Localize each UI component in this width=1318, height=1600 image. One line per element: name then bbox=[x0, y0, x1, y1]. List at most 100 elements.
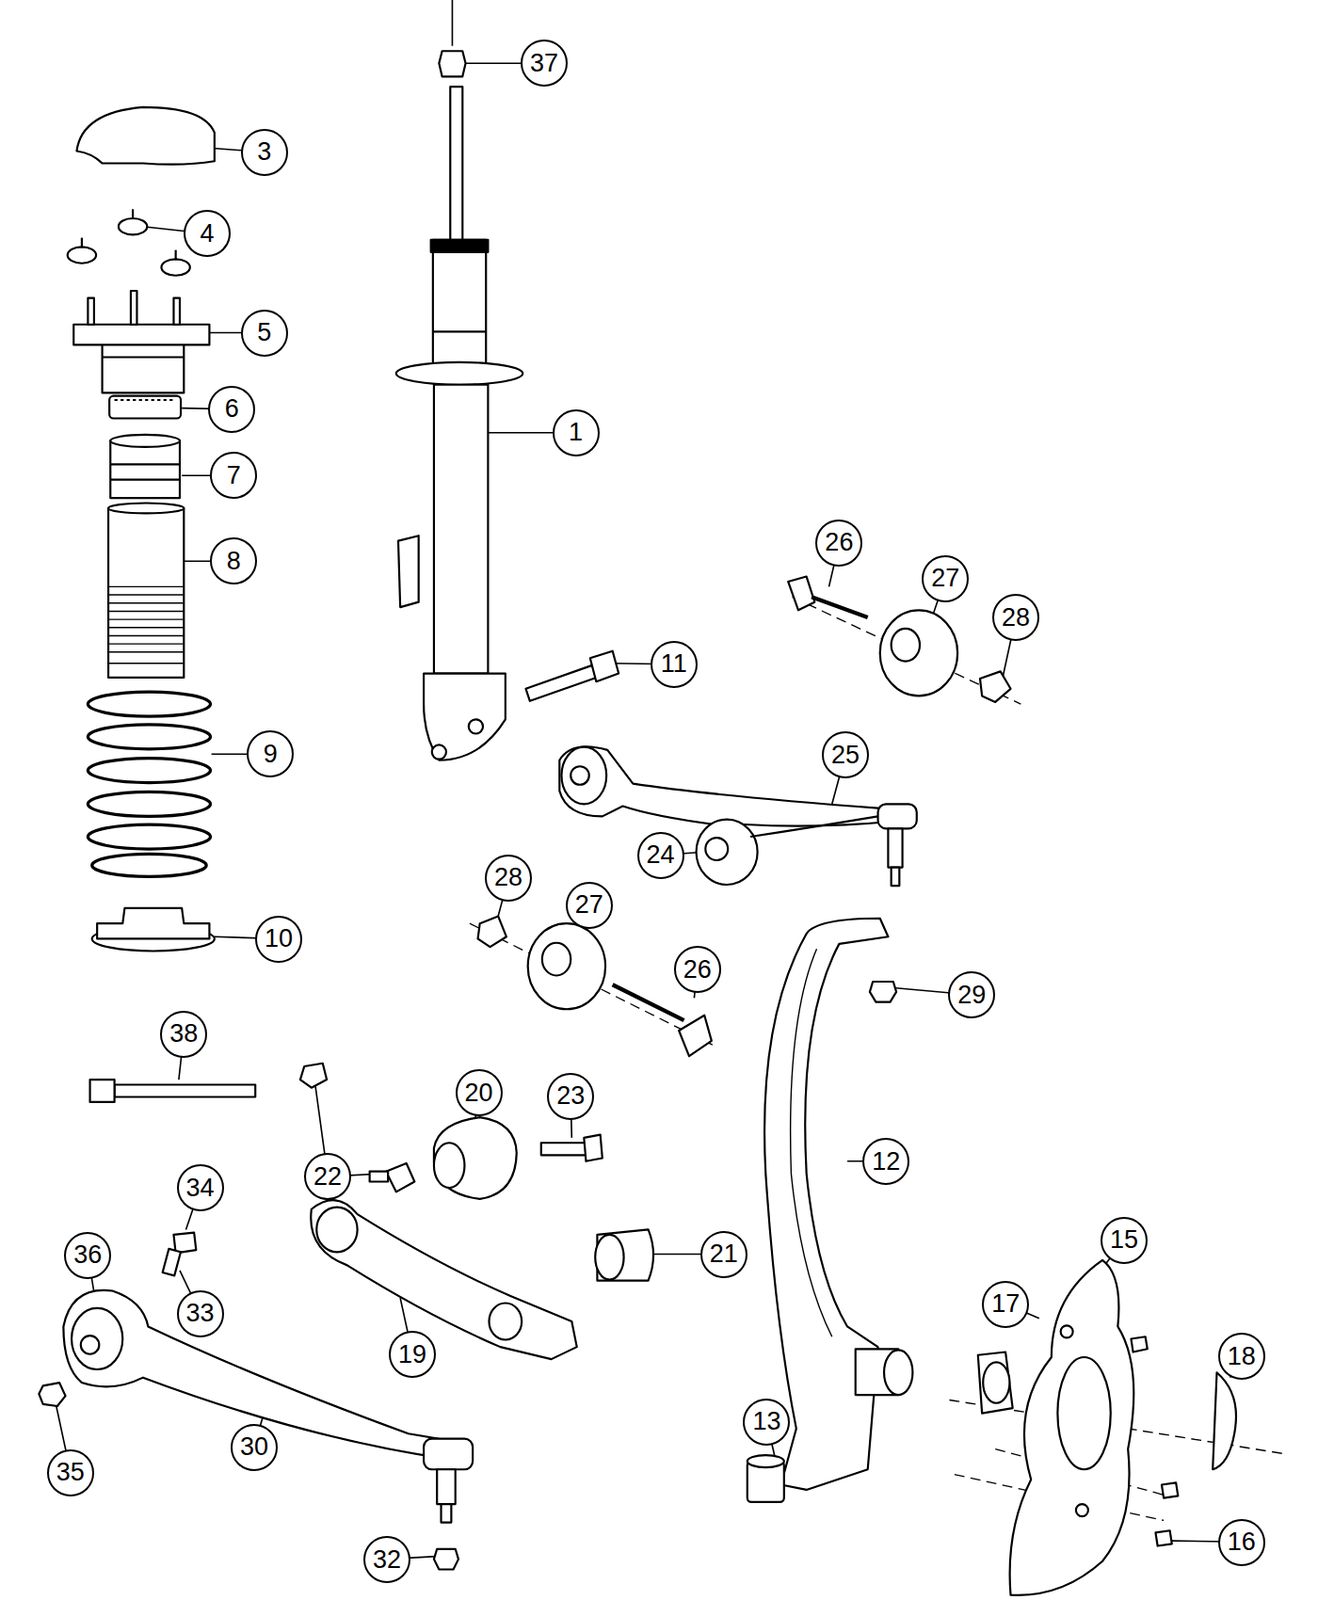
callout-circle: 4 bbox=[183, 209, 231, 258]
callout-number: 7 bbox=[226, 463, 242, 489]
callout-circle: 36 bbox=[64, 1232, 112, 1280]
callout-number: 3 bbox=[257, 139, 272, 165]
callout-number: 29 bbox=[957, 982, 986, 1009]
callout-circle: 8 bbox=[209, 537, 258, 585]
bushing bbox=[433, 1117, 517, 1200]
callout-number: 35 bbox=[56, 1460, 85, 1486]
callout-circle: 19 bbox=[388, 1331, 436, 1379]
callout-circle: 28 bbox=[992, 594, 1040, 642]
callout-number: 1 bbox=[568, 419, 583, 446]
callout-circle: 29 bbox=[948, 971, 996, 1019]
callout-number: 26 bbox=[824, 530, 853, 556]
callout-circle: 38 bbox=[160, 1011, 208, 1059]
callout-circle: 26 bbox=[674, 946, 722, 994]
callout-number: 12 bbox=[871, 1149, 901, 1175]
nut bbox=[438, 50, 466, 77]
callout-number: 23 bbox=[556, 1083, 585, 1110]
callout-number: 20 bbox=[465, 1080, 494, 1107]
strut bbox=[396, 86, 523, 761]
callout-number: 25 bbox=[831, 742, 860, 769]
callout-number: 15 bbox=[1109, 1227, 1139, 1254]
hub-nut bbox=[978, 1352, 1013, 1415]
callout-number: 21 bbox=[709, 1241, 739, 1268]
callout-circle: 9 bbox=[246, 730, 294, 778]
callout-number: 11 bbox=[660, 651, 688, 677]
steering-knuckle bbox=[764, 918, 913, 1491]
callout-circle: 22 bbox=[304, 1153, 352, 1201]
callout-number: 28 bbox=[1001, 605, 1030, 631]
callout-number: 9 bbox=[263, 741, 278, 768]
callout-circle: 33 bbox=[176, 1290, 225, 1338]
callout-number: 4 bbox=[200, 221, 215, 247]
nut bbox=[869, 981, 897, 1003]
callout-circle: 21 bbox=[700, 1231, 748, 1279]
callout-circle: 37 bbox=[520, 39, 568, 87]
callout-number: 19 bbox=[398, 1342, 427, 1368]
callout-number: 8 bbox=[226, 548, 242, 575]
callout-circle: 5 bbox=[241, 309, 289, 357]
callout-circle: 18 bbox=[1218, 1333, 1266, 1381]
bolt bbox=[526, 651, 620, 702]
callout-number: 37 bbox=[530, 50, 559, 77]
callout-circle: 25 bbox=[821, 731, 869, 779]
bolts bbox=[1130, 1336, 1178, 1546]
callout-number: 18 bbox=[1227, 1344, 1256, 1370]
splash-shield bbox=[1010, 1260, 1135, 1596]
callout-number: 34 bbox=[186, 1175, 215, 1202]
callout-circle: 17 bbox=[981, 1281, 1029, 1329]
bolt bbox=[541, 1135, 603, 1162]
bushing-set bbox=[478, 916, 712, 1058]
callout-circle: 15 bbox=[1100, 1217, 1148, 1265]
nuts bbox=[67, 208, 191, 275]
nut-bolt bbox=[300, 1063, 415, 1193]
callout-number: 36 bbox=[73, 1242, 102, 1269]
centre-lines bbox=[469, 596, 1286, 1521]
bushing bbox=[594, 1229, 654, 1281]
callout-number: 28 bbox=[494, 865, 523, 891]
bolt bbox=[162, 1233, 197, 1277]
callout-circle: 30 bbox=[230, 1424, 278, 1472]
callout-number: 32 bbox=[372, 1547, 402, 1574]
callout-circle: 6 bbox=[208, 385, 256, 434]
callout-number: 27 bbox=[931, 565, 960, 592]
callout-number: 13 bbox=[752, 1409, 781, 1435]
lower-arm bbox=[310, 1200, 577, 1360]
callout-number: 6 bbox=[225, 396, 240, 422]
callout-number: 38 bbox=[169, 1021, 198, 1047]
callout-circle: 23 bbox=[546, 1073, 595, 1121]
bearing bbox=[109, 396, 181, 419]
spring-seat bbox=[92, 908, 215, 952]
callout-circle: 12 bbox=[862, 1138, 910, 1186]
callout-circle: 26 bbox=[815, 519, 863, 567]
bolt bbox=[90, 1079, 257, 1103]
callout-number: 27 bbox=[575, 892, 604, 918]
bushing-set bbox=[787, 577, 1011, 703]
callout-number: 26 bbox=[683, 957, 712, 983]
callout-circle: 28 bbox=[484, 854, 532, 902]
callout-circle: 27 bbox=[921, 555, 969, 603]
bump-stop bbox=[110, 434, 180, 499]
cap bbox=[76, 107, 214, 165]
callout-circle: 34 bbox=[176, 1164, 225, 1212]
callout-number: 10 bbox=[264, 926, 293, 952]
bushing bbox=[747, 1455, 785, 1503]
dust-cap bbox=[1212, 1372, 1237, 1470]
callout-number: 16 bbox=[1227, 1529, 1256, 1556]
callout-number: 5 bbox=[257, 320, 272, 346]
coil-spring bbox=[87, 691, 210, 877]
callout-circle: 32 bbox=[363, 1536, 411, 1584]
callout-circle: 3 bbox=[241, 128, 289, 177]
callout-number: 30 bbox=[240, 1434, 269, 1461]
callout-circle: 24 bbox=[637, 832, 685, 880]
dust-boot bbox=[108, 503, 184, 678]
callout-circle: 16 bbox=[1218, 1519, 1266, 1567]
upper-mount bbox=[73, 290, 209, 393]
callout-circle: 13 bbox=[742, 1398, 790, 1447]
nut bbox=[38, 1382, 65, 1407]
callout-circle: 35 bbox=[47, 1449, 95, 1497]
callout-number: 33 bbox=[186, 1301, 215, 1327]
callout-circle: 7 bbox=[209, 451, 258, 499]
callout-circle: 20 bbox=[455, 1069, 503, 1117]
callout-number: 17 bbox=[991, 1291, 1020, 1318]
callout-circle: 10 bbox=[255, 916, 303, 964]
